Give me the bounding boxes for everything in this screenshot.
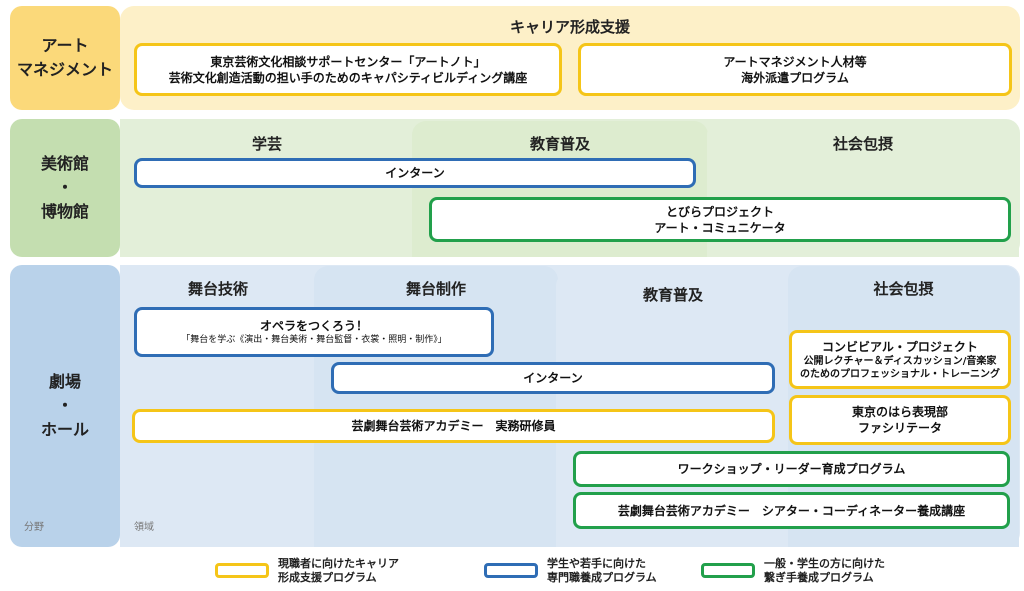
category-art-management: アート マネジメント xyxy=(10,6,120,110)
box-opera[interactable]: オペラをつくろう！ 「舞台を学ぶ《演出・舞台美術・舞台監督・衣裳・照明・制作》」 xyxy=(134,307,494,357)
legend-label-career: 現職者に向けたキャリア 形成支援プログラム xyxy=(278,557,399,584)
box-opera-line1: オペラをつくろう！ xyxy=(259,319,368,333)
box-theater-intern-label: インターン xyxy=(523,371,583,385)
box-convivial-line1: コンビビアル・プロジェクト xyxy=(822,339,978,354)
category-museum: 美術館 ・ 博物館 xyxy=(10,119,120,257)
box-harappa-line2: ファシリテータ xyxy=(857,421,942,435)
note-field: 分野 xyxy=(24,522,44,533)
box-overseas-line2: 海外派遣プログラム xyxy=(741,70,849,85)
museum-tab-curatorial: 学芸 xyxy=(120,121,414,257)
box-academy-practical-trainee[interactable]: 芸劇舞台芸術アカデミー 実務研修員 xyxy=(132,409,775,443)
box-harappa-facilitator[interactable]: 東京のはら表現部 ファシリテータ xyxy=(789,395,1011,445)
box-theater-coordinator[interactable]: 芸劇舞台芸術アカデミー シアター・コーディネーター養成講座 xyxy=(573,492,1010,529)
box-museum-intern-label: インターン xyxy=(385,166,445,180)
box-tobira-project[interactable]: とびらプロジェクト アート・コミュニケータ xyxy=(429,197,1011,242)
box-artnoto-line1: 東京芸術文化相談サポートセンター「アートノト」 xyxy=(210,54,486,69)
box-theater-intern[interactable]: インターン xyxy=(331,362,775,394)
box-convivial-line3: のためのプロフェッショナル・トレーニング xyxy=(800,368,1000,380)
box-tobira-line1: とびらプロジェクト xyxy=(665,204,774,219)
legend-swatch-yellow xyxy=(215,563,269,578)
box-harappa-line1: 東京のはら表現部 xyxy=(851,405,948,419)
box-workshop-label: ワークショップ・リーダー育成プログラム xyxy=(677,462,906,476)
box-workshop-leader[interactable]: ワークショップ・リーダー育成プログラム xyxy=(573,451,1010,487)
box-convivial-line2: 公開レクチャー＆ディスカッション/音楽家 xyxy=(803,355,997,367)
box-artnoto-capacity-building[interactable]: 東京芸術文化相談サポートセンター「アートノト」 芸術文化創造活動の担い手のための… xyxy=(134,43,562,96)
legend: 現職者に向けたキャリア 形成支援プログラム 学生や若手に向けた 専門職養成プログ… xyxy=(0,555,1024,589)
box-convivial-project[interactable]: コンビビアル・プロジェクト 公開レクチャー＆ディスカッション/音楽家 のためのプ… xyxy=(789,330,1011,389)
box-tobira-line2: アート・コミュニケータ xyxy=(654,220,786,235)
legend-swatch-green xyxy=(701,563,755,578)
legend-label-professional: 学生や若手に向けた 専門職養成プログラム xyxy=(547,557,657,584)
box-overseas-dispatch[interactable]: アートマネジメント人材等 海外派遣プログラム xyxy=(578,43,1012,96)
box-opera-line2: 「舞台を学ぶ《演出・舞台美術・舞台監督・衣裳・照明・制作》」 xyxy=(181,335,447,345)
note-domain: 領域 xyxy=(134,522,154,533)
category-theater-hall: 劇場 ・ ホール xyxy=(10,265,120,547)
box-overseas-line1: アートマネジメント人材等 xyxy=(723,54,867,69)
art-band-title: キャリア形成支援 xyxy=(509,18,630,36)
box-artnoto-line2: 芸術文化創造活動の担い手のためのキャパシティビルディング講座 xyxy=(168,70,528,85)
box-museum-intern[interactable]: インターン xyxy=(134,158,696,188)
legend-swatch-blue xyxy=(484,563,538,578)
legend-label-connector: 一般・学生の方に向けた 繋ぎ手養成プログラム xyxy=(764,557,885,584)
box-academy-label: 芸劇舞台芸術アカデミー 実務研修員 xyxy=(351,419,556,433)
box-theater-coordinator-label: 芸劇舞台芸術アカデミー シアター・コーディネーター養成講座 xyxy=(617,503,966,518)
